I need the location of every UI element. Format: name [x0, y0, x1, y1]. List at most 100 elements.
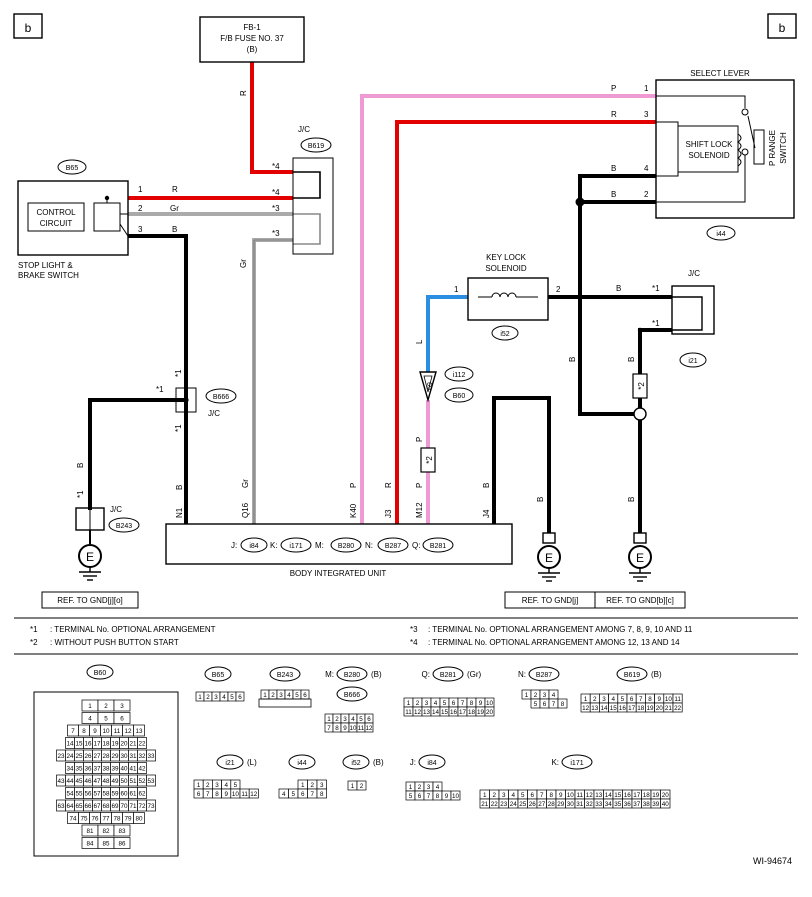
- pin-number: 2: [206, 782, 210, 789]
- pin-number: 15: [614, 792, 622, 799]
- pin-number: 9: [479, 700, 483, 707]
- connector-id: i84: [427, 760, 436, 767]
- pin-number: 70: [120, 803, 128, 810]
- connector-label-B619: B619(B): [616, 666, 662, 682]
- pin-number: 11: [358, 725, 365, 732]
- connector-label-i84: J:i84: [410, 754, 446, 770]
- svg-text:*1: *1: [30, 625, 38, 634]
- pin-number: 7: [206, 791, 210, 798]
- svg-text:4: 4: [644, 164, 649, 173]
- mark-s2-right: *2: [632, 373, 648, 399]
- svg-text:Q16: Q16: [241, 502, 250, 518]
- svg-text:E: E: [636, 551, 644, 565]
- pin-number: 26: [84, 753, 92, 760]
- connector-label-B65: B65: [204, 666, 232, 682]
- svg-text:K:: K:: [270, 541, 278, 550]
- pin-number: 11: [241, 791, 248, 798]
- wire-i21-gnd: [638, 328, 672, 540]
- pin-number: 8: [436, 793, 440, 800]
- pin-number: 11: [674, 696, 681, 703]
- pin-number: 4: [287, 692, 291, 699]
- pin-number: 1: [525, 692, 529, 699]
- pin-number: 21: [129, 741, 137, 748]
- pin-number: 37: [633, 801, 641, 808]
- pin-number: 1: [409, 784, 413, 791]
- pin-number: 39: [652, 801, 660, 808]
- pin-number: 31: [576, 801, 584, 808]
- pin-number: 36: [84, 766, 92, 773]
- svg-text:Q:: Q:: [412, 541, 420, 550]
- svg-text:*1: *1: [156, 385, 164, 394]
- connector-label-B281: Q:B281(Gr): [422, 666, 482, 682]
- pin-number: 12: [124, 728, 132, 735]
- svg-text:B: B: [611, 190, 616, 199]
- pin-number: 10: [102, 728, 110, 735]
- pin-number: 14: [432, 709, 440, 716]
- ref-gnd-jo: REF. TO GND[j][o]: [41, 591, 139, 609]
- pin-number: 43: [57, 778, 65, 785]
- pin-number: 36: [624, 801, 632, 808]
- pin-number: 9: [657, 696, 661, 703]
- pin-cell: [146, 749, 156, 762]
- pin-number: 79: [124, 816, 132, 823]
- svg-text:R: R: [384, 482, 393, 488]
- svg-text:M:: M:: [315, 541, 324, 550]
- svg-text:B281: B281: [430, 543, 446, 550]
- pin-number: 3: [120, 703, 124, 710]
- pin-number: 33: [147, 753, 155, 760]
- pin-number: 62: [138, 791, 146, 798]
- pin-cell: [113, 824, 131, 837]
- pin-number: 3: [427, 784, 431, 791]
- pin-number: 8: [561, 701, 565, 708]
- pin-number: 8: [549, 792, 553, 799]
- pin-number: 27: [538, 801, 546, 808]
- pin-number: 25: [519, 801, 527, 808]
- inline-connector-i112: 69 i112 B60: [419, 366, 474, 403]
- svg-text:1: 1: [138, 185, 143, 194]
- svg-text:*4: *4: [410, 638, 418, 647]
- connector-label-B666: B666: [336, 686, 368, 702]
- pin-cell: [484, 706, 495, 717]
- pin-number: 38: [102, 766, 110, 773]
- connector-id: B280: [344, 672, 360, 679]
- pin-number: 12: [365, 725, 373, 732]
- pin-number: 3: [279, 692, 283, 699]
- pin-number: 5: [104, 716, 108, 723]
- pin-number: 5: [291, 791, 295, 798]
- pin-number: 6: [543, 701, 547, 708]
- pin-number: 53: [147, 778, 155, 785]
- pin-number: 5: [359, 716, 363, 723]
- svg-text:*2: *2: [30, 638, 38, 647]
- body-integrated-unit: J: i84 K: i171 M: B280 N: B287 Q: B281: [165, 523, 513, 565]
- pin-number: 19: [477, 709, 485, 716]
- pin-number: 22: [491, 801, 499, 808]
- pin-number: 2: [492, 792, 496, 799]
- pin-number: 7: [540, 792, 544, 799]
- pin-cell: [113, 712, 131, 724]
- pin-cell: [356, 780, 367, 791]
- pin-number: 47: [93, 778, 101, 785]
- pin-number: 59: [111, 791, 119, 798]
- pin-number: 8: [215, 791, 219, 798]
- pin-number: 48: [102, 778, 110, 785]
- svg-text:: TERMINAL No. OPTIONAL ARRANG: : TERMINAL No. OPTIONAL ARRANGEMENT AMON…: [428, 638, 680, 647]
- svg-text:BRAKE SWITCH: BRAKE SWITCH: [18, 271, 79, 280]
- pin-number: 19: [652, 792, 660, 799]
- svg-text:KEY LOCK: KEY LOCK: [486, 253, 527, 262]
- svg-text:REF. TO GND[b][c]: REF. TO GND[b][c]: [606, 596, 674, 605]
- pin-number: 72: [138, 803, 146, 810]
- pin-number: 20: [120, 741, 128, 748]
- connector-color: (B): [373, 758, 384, 767]
- pin-number: 5: [230, 694, 234, 701]
- pin-number: 24: [66, 753, 74, 760]
- pin-cell: [113, 837, 131, 849]
- connector-id: B287: [536, 672, 552, 679]
- pin-number: 16: [624, 792, 632, 799]
- svg-text:E: E: [86, 550, 94, 564]
- svg-text:E: E: [545, 551, 553, 565]
- pin-number: 44: [66, 778, 74, 785]
- svg-text:B: B: [536, 497, 545, 502]
